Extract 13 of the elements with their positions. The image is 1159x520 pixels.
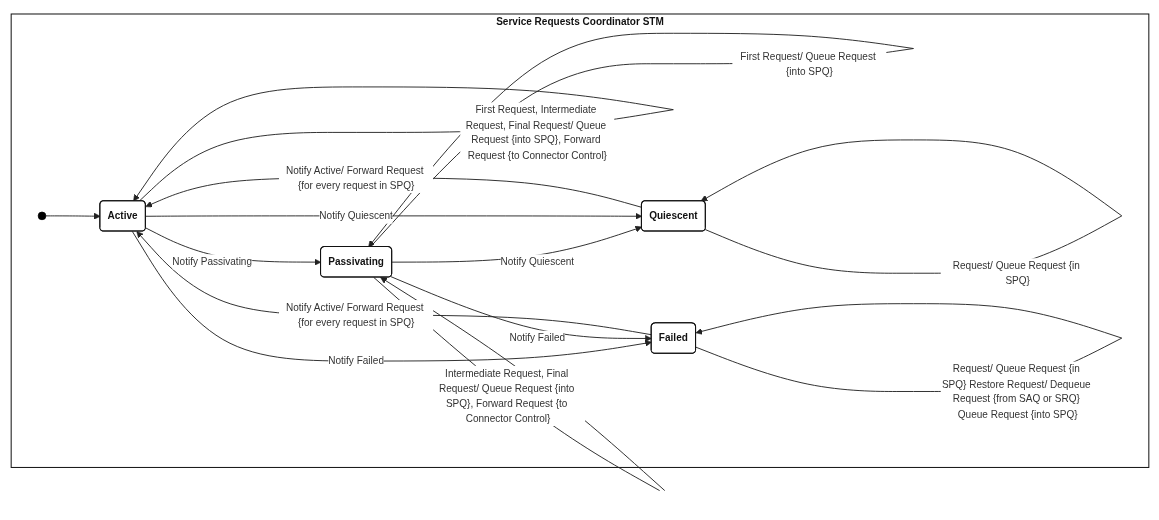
edge-label: Notify Failed [327, 355, 384, 367]
edge-label: Notify Passivating [171, 255, 252, 268]
edge-label: Notify Quiescent [500, 255, 574, 268]
edge-label: Request/ Queue Request {in SPQ} Restore Request/ Dequeue Request {from SAQ or SRQ} Queue Request {into SPQ} [941, 362, 1091, 420]
edge-label: First Request, Intermediate Request, Final Request/ Queue Request {into SPQ}, Forward Request {to Connector Control} [465, 103, 607, 161]
node-circle [37, 211, 46, 221]
edge-label: First Request/ Queue Request {into SPQ} [739, 50, 876, 77]
edge-label: Notify Quiescent [318, 209, 393, 222]
edge-label: Request/ Queue Request {in SPQ} [952, 259, 1080, 287]
edge-label: Notify Active/ Forward Request {for every request in SPQ} [285, 164, 424, 192]
edge-label: Notify Failed [508, 332, 565, 344]
edge-label: Intermediate Request, Final Request/ Queue Request {into SPQ}, Forward Request {to Connector Control} [438, 367, 574, 425]
edge-label: Notify Active/ Forward Request {for every request in SPQ} [285, 301, 424, 329]
